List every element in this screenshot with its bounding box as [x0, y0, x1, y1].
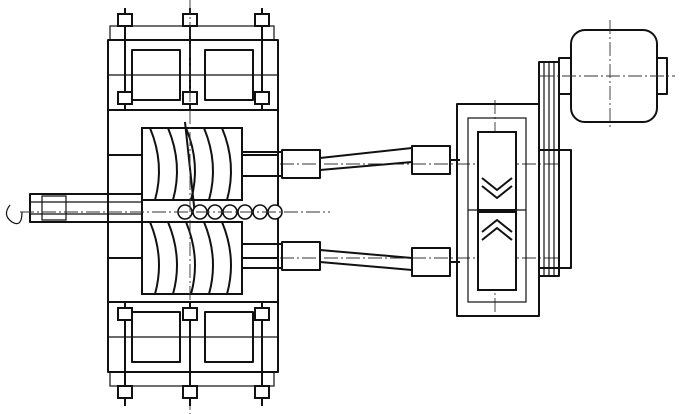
belt-pulley	[538, 61, 572, 277]
lower-drive-shaft	[241, 241, 460, 277]
motor	[540, 20, 675, 130]
top-bolt-left	[117, 8, 133, 110]
upper-screw-roll	[141, 121, 243, 216]
top-bolt-right	[254, 8, 270, 110]
upper-drive-shaft	[241, 145, 460, 179]
bottom-bolt-right	[254, 302, 270, 406]
bottom-bolt-left	[117, 302, 133, 406]
bottom-bearing-housing	[107, 301, 279, 387]
gearbox	[456, 103, 540, 317]
lower-screw-roll	[141, 221, 243, 295]
bottom-bolt-middle	[182, 302, 198, 406]
feed-tube	[5, 193, 143, 225]
